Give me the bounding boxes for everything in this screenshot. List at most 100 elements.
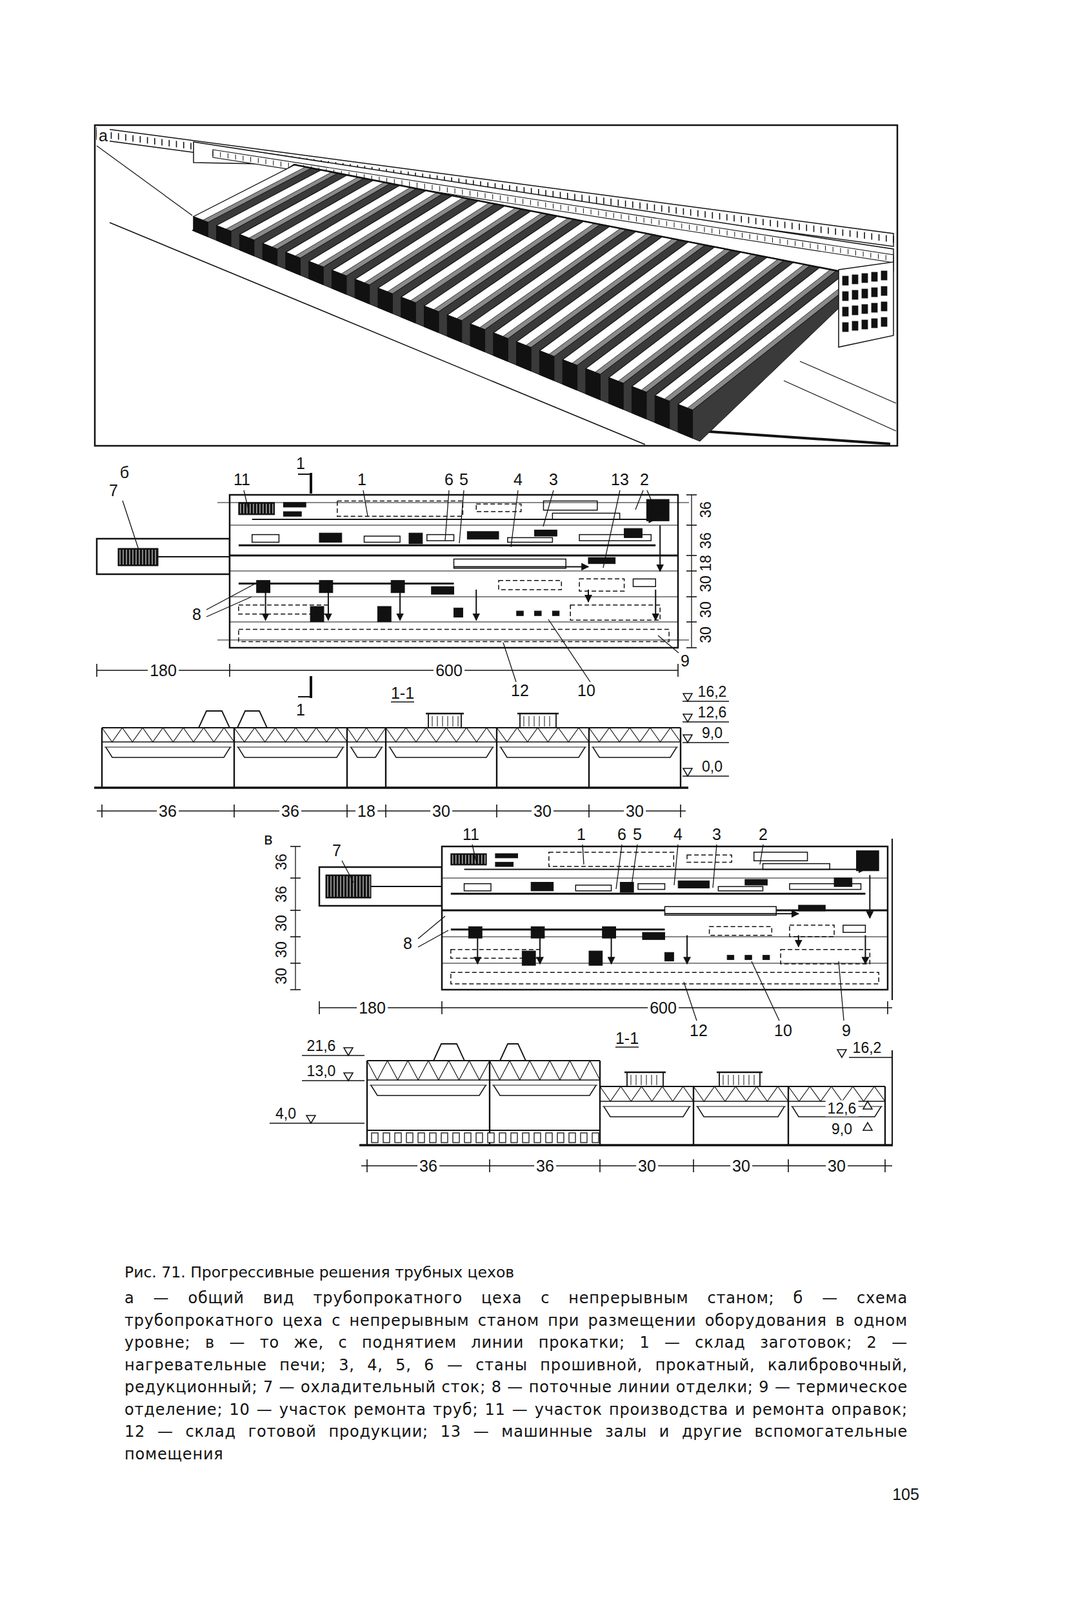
callout-number: 6	[444, 471, 454, 488]
column	[233, 727, 235, 788]
skylight-tick	[878, 234, 880, 241]
callout-number: 11	[233, 471, 251, 488]
callout-number: 1	[357, 471, 367, 488]
cellar-opening	[499, 1132, 506, 1143]
lantern-tick	[514, 197, 516, 203]
lantern-mullion	[549, 716, 551, 727]
hatched-area	[450, 853, 487, 866]
flow-line	[454, 565, 589, 568]
callout-number: 1	[576, 826, 586, 843]
cellar-opening	[406, 1132, 413, 1143]
skylight-tick	[118, 132, 120, 140]
equipment	[856, 850, 880, 871]
flow-line	[797, 935, 800, 948]
dimension-tick	[441, 1001, 443, 1015]
crane-rail	[369, 1084, 488, 1086]
figure-letter: в	[263, 830, 273, 848]
lantern-mullion	[636, 1074, 637, 1086]
elevation-mark: 9,0	[699, 725, 725, 742]
equipment	[588, 950, 603, 966]
elevation-line	[269, 1122, 365, 1124]
dimension: 36	[156, 802, 179, 820]
window	[842, 276, 849, 286]
lantern-tick	[674, 221, 675, 228]
lantern-tick	[469, 190, 471, 197]
bay-end-face	[401, 296, 417, 323]
area-outline	[789, 925, 835, 937]
equipment	[745, 879, 768, 886]
dimension: 30	[698, 599, 715, 620]
lantern-tick	[583, 208, 584, 214]
lantern-tick	[477, 191, 479, 197]
flow-line	[587, 589, 589, 602]
callout-number: 12	[689, 1022, 708, 1039]
elevation-line	[682, 741, 729, 743]
elevation-mark: 16,2	[850, 1039, 884, 1057]
lantern-tick	[227, 153, 229, 159]
crane-bridge	[493, 1085, 597, 1096]
truss-web	[101, 727, 235, 742]
lantern-tick	[590, 209, 592, 215]
lantern-tick	[741, 232, 743, 239]
flow-line	[399, 583, 401, 620]
leader-line	[751, 961, 780, 1021]
skylight-tick	[588, 195, 591, 202]
skylight-tick	[596, 196, 598, 204]
cellar-opening	[557, 1132, 564, 1143]
flow-line	[659, 525, 661, 571]
lantern-tick	[552, 203, 554, 210]
window	[861, 273, 868, 283]
truss-chord	[588, 741, 681, 743]
raised-floor	[367, 1129, 600, 1131]
figure-caption: Рис. 71. Прогрессивные решения трубных ц…	[124, 1263, 515, 1282]
elevation-triangle	[837, 1049, 847, 1058]
leader-line	[635, 490, 644, 510]
lantern-tick	[794, 240, 796, 246]
skylight-tick	[704, 210, 706, 218]
skylight-tick	[147, 136, 149, 144]
hatch	[239, 503, 241, 514]
axis-line	[891, 838, 893, 1000]
caption-text: а — общий вид трубопрокатного цеха с неп…	[124, 1286, 908, 1466]
equipment	[798, 905, 826, 911]
hatch	[353, 876, 355, 897]
skylight-tick	[668, 206, 670, 213]
dimension-tick	[686, 524, 697, 526]
hatch	[123, 549, 124, 565]
area-outline	[780, 949, 870, 964]
lantern-tick	[734, 231, 735, 237]
dimension-line	[319, 1007, 893, 1008]
dimension-tick	[787, 1159, 789, 1173]
crane-rail	[349, 746, 384, 748]
equipment	[319, 580, 333, 593]
column	[884, 1086, 886, 1146]
lantern-mullion	[641, 1074, 642, 1086]
building-base	[293, 164, 871, 278]
elevation-triangle	[863, 1122, 873, 1131]
elevation-mark: 21,6	[305, 1037, 339, 1055]
bay-side	[687, 274, 863, 411]
callout-number: 8	[192, 606, 202, 623]
equipment	[534, 530, 558, 537]
skylight-tick	[161, 138, 163, 146]
bay-side	[664, 269, 837, 402]
leader-line	[759, 844, 764, 865]
lantern-mullion	[754, 1074, 755, 1086]
building-end	[838, 261, 894, 348]
window	[871, 287, 878, 297]
equipment	[602, 926, 617, 938]
flow-line	[610, 929, 613, 964]
cellar-opening	[418, 1132, 425, 1143]
equipment	[717, 886, 763, 891]
hatch	[458, 854, 460, 864]
truss-web	[347, 727, 386, 742]
lantern-tick	[636, 216, 637, 222]
equipment	[507, 537, 553, 542]
cellar-opening	[522, 1132, 529, 1143]
lantern-tick	[703, 227, 705, 233]
section-mark	[309, 676, 313, 699]
bay-end-face	[562, 359, 578, 391]
equipment	[530, 882, 554, 891]
skylight-tick	[820, 226, 822, 233]
skylight-tick	[661, 205, 663, 212]
